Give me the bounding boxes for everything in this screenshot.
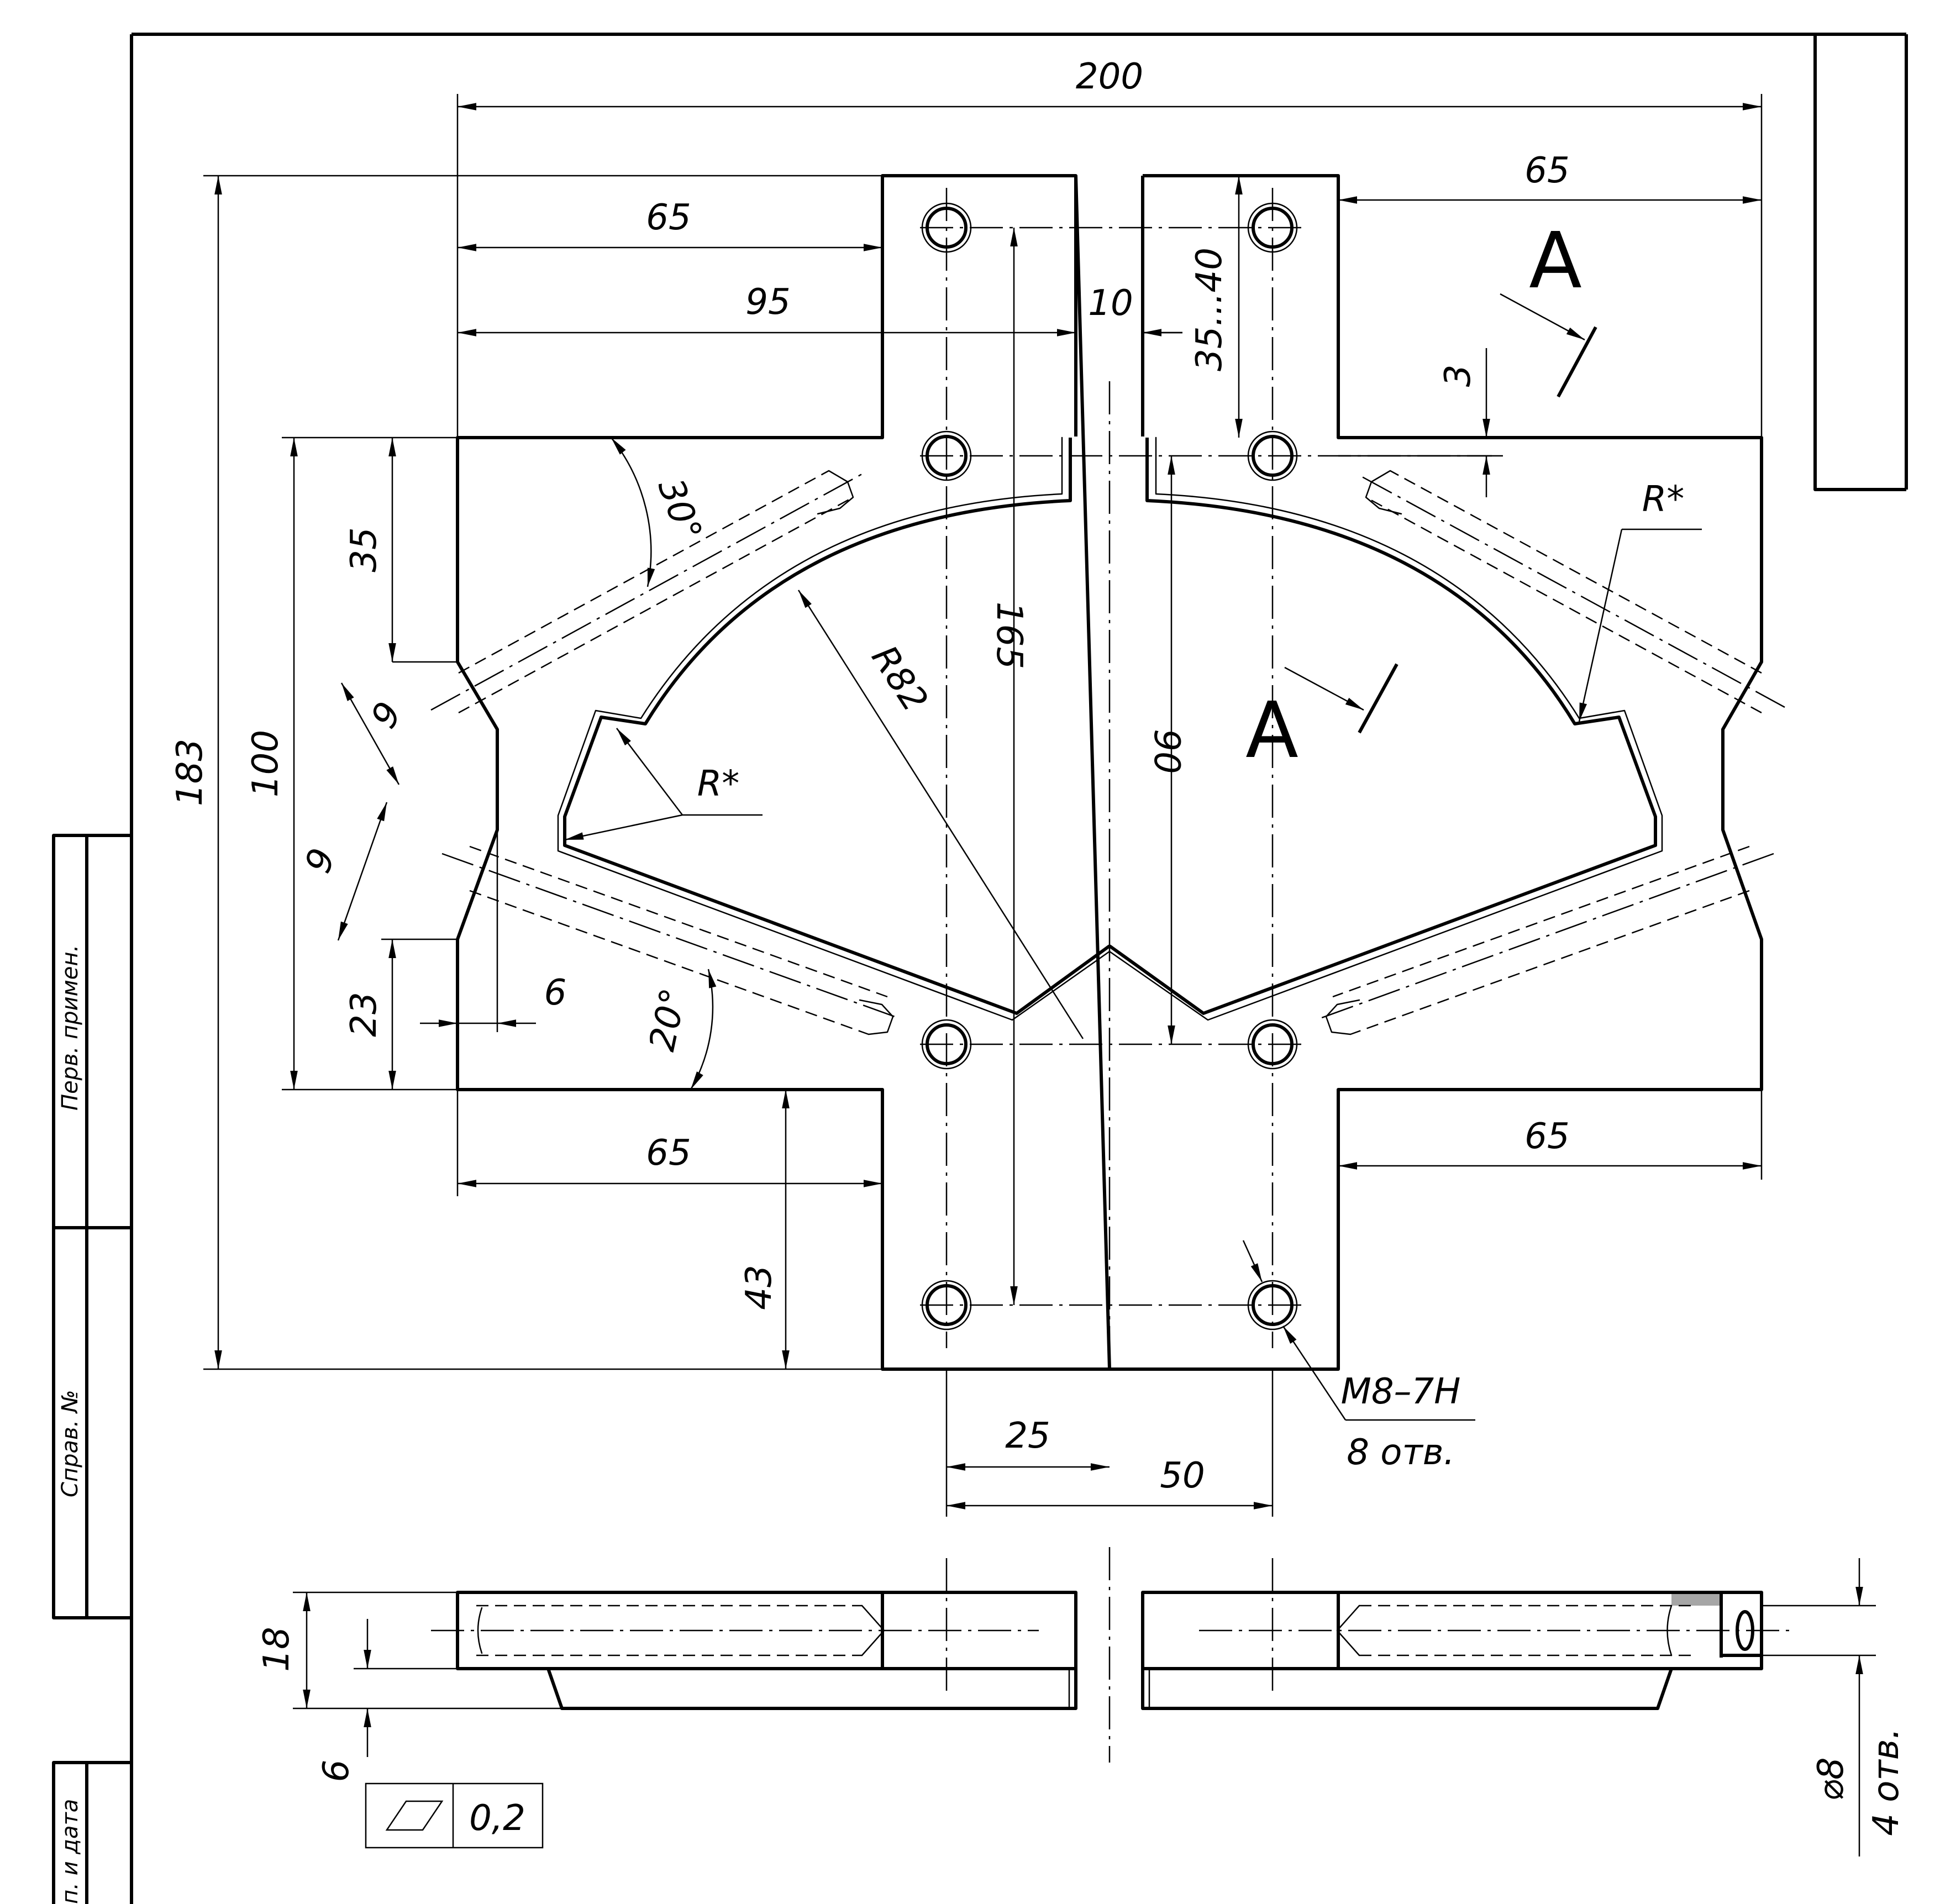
dim-95: 95 [745, 282, 790, 323]
dim-183: 183 [170, 739, 211, 806]
sheet-frame [130, 33, 1908, 1904]
dim-43: 43 [739, 1265, 780, 1309]
dim-9-lower: 9 [298, 843, 344, 879]
plate-right-outline [1110, 174, 1763, 1371]
dim-65-top-right: 65 [1524, 150, 1569, 191]
dim-angle-20: 20° [642, 985, 695, 1054]
dim-rstar-right: R* [1642, 479, 1684, 520]
dim-90: 90 [1146, 729, 1187, 774]
section-label-mid: A [1245, 686, 1298, 776]
side-dimensions: 18 6 0,2 ⌀8 4 отв. [256, 1558, 1907, 1856]
thread-hole-count: 8 отв. [1347, 1432, 1455, 1473]
dim-165: 165 [989, 602, 1029, 669]
dim-r82: R82 [863, 639, 935, 719]
dim-200: 200 [1076, 56, 1143, 97]
bore-count: 4 отв. [1866, 1728, 1907, 1836]
dim-35: 35 [344, 527, 385, 572]
dim-9-upper: 9 [364, 695, 410, 735]
dim-rstar-left: R* [697, 764, 739, 804]
dim-50: 50 [1160, 1455, 1205, 1496]
bore-diameter: ⌀8 [1811, 1757, 1852, 1801]
thread-spec: M8–7H [1341, 1371, 1461, 1412]
side-title-block: Перв. примен. Справ. № п. и дата [52, 834, 133, 1904]
section-label-top: A [1529, 216, 1582, 306]
dim-6-base: 6 [316, 1760, 357, 1782]
section-markers: A A [1245, 216, 1597, 776]
dim-10: 10 [1088, 283, 1133, 324]
plate-left-outline [456, 174, 1111, 1371]
dim-6-depth: 6 [544, 972, 567, 1013]
dim-65-bottom-left: 65 [646, 1133, 691, 1174]
cutout-right [1108, 438, 1657, 1015]
side-view [431, 1547, 1790, 1763]
plan-view [430, 174, 1785, 1371]
dim-65-top-left: 65 [646, 197, 691, 238]
flatness-value: 0,2 [469, 1798, 525, 1839]
dim-65-bottom-right: 65 [1524, 1116, 1569, 1157]
dim-100: 100 [245, 730, 286, 797]
cutout-left [563, 438, 1111, 1015]
dim-angle-30: 30° [650, 474, 709, 546]
dim-18: 18 [256, 1627, 297, 1671]
dim-3: 3 [1438, 365, 1479, 387]
ref-no-label: Справ. № [57, 1390, 83, 1497]
mounting-holes [921, 202, 1298, 1330]
dim-35-40: 35...40 [1189, 248, 1230, 371]
first-use-label: Перв. примен. [57, 945, 83, 1111]
angled-bores [430, 470, 1785, 1035]
sign-date-label: п. и дата [57, 1799, 83, 1904]
dim-23: 23 [344, 992, 385, 1037]
dim-25: 25 [1005, 1416, 1050, 1456]
